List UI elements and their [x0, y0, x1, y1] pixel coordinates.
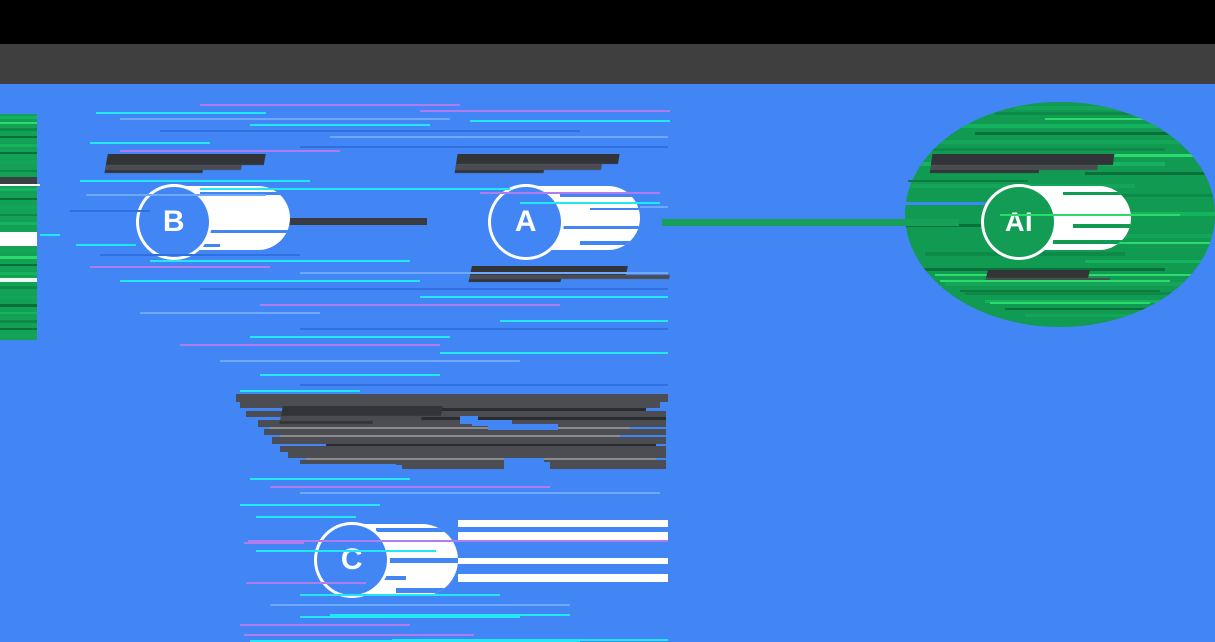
node-c-label: corrupted-label	[279, 406, 443, 425]
top-black-bar	[0, 0, 1215, 44]
node-c-initial: C	[340, 543, 364, 576]
node-b-initial: B	[162, 205, 186, 238]
corrupted-text-wedge	[236, 394, 668, 470]
node-c-avatar[interactable]: C	[317, 525, 387, 595]
connector-a-ai	[662, 219, 959, 226]
node-a-sublabel: corrupted-sublabel	[468, 266, 672, 284]
node-b-label: corrupted-label	[104, 154, 266, 174]
node-ai-avatar[interactable]: AI	[984, 187, 1054, 257]
diagram-canvas[interactable]: corrupted-label B corrupted-label	[0, 84, 1215, 642]
node-ai-initial: AI	[1005, 206, 1033, 237]
node-a-label: corrupted-label	[454, 154, 620, 174]
node-a-avatar[interactable]: A	[491, 187, 561, 257]
node-a-initial: A	[514, 205, 538, 238]
node-ai-sublabel: corrupted-tag	[984, 270, 1112, 286]
node-ai-label: corrupted-label-ai	[929, 154, 1115, 174]
connector-b-a	[282, 218, 427, 225]
window-title-bar: corrupted-title	[0, 44, 1215, 84]
node-b-avatar[interactable]: B	[139, 187, 209, 257]
left-green-block	[0, 114, 37, 340]
